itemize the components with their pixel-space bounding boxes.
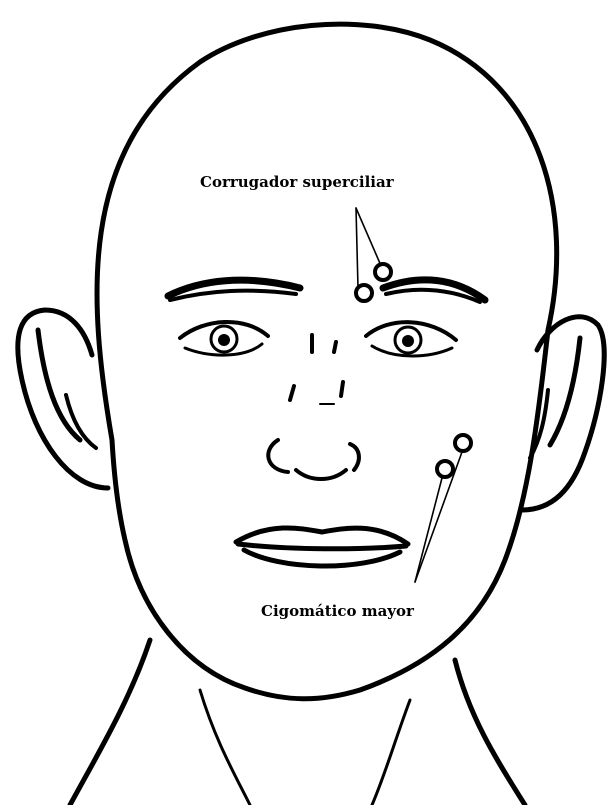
corrugador-marker-1 (356, 285, 372, 301)
nose-mid-left (290, 386, 294, 400)
corrugador-pointer-line-1 (356, 208, 358, 288)
cigomatico-mayor-label: Cigomático mayor (261, 602, 414, 620)
upper-lip (236, 528, 408, 544)
neck-inner-right (372, 700, 410, 805)
left-pupil (218, 334, 230, 346)
cigomatico-marker-1 (437, 461, 453, 477)
nose-bottom (268, 440, 359, 479)
nose-bridge-right (334, 342, 336, 352)
nose-mid-right (341, 382, 343, 396)
left-eyebrow-lower (170, 291, 296, 300)
neck-left (70, 640, 150, 805)
right-ear-inner (550, 338, 580, 445)
lower-lip (244, 550, 400, 566)
corrugador-superciliar-label: Corrugador superciliar (200, 173, 394, 191)
right-pupil (402, 335, 414, 347)
head-outline (97, 24, 557, 699)
lip-line (238, 544, 406, 549)
cigomatico-pointer-line-1 (415, 478, 442, 582)
neck-inner-left (200, 690, 250, 805)
left-ear (18, 310, 108, 488)
left-ear-inner (38, 330, 80, 440)
corrugador-pointer-line-2 (356, 208, 382, 268)
neck-right (455, 660, 525, 805)
corrugador-marker-2 (375, 264, 391, 280)
cigomatico-marker-2 (455, 435, 471, 451)
